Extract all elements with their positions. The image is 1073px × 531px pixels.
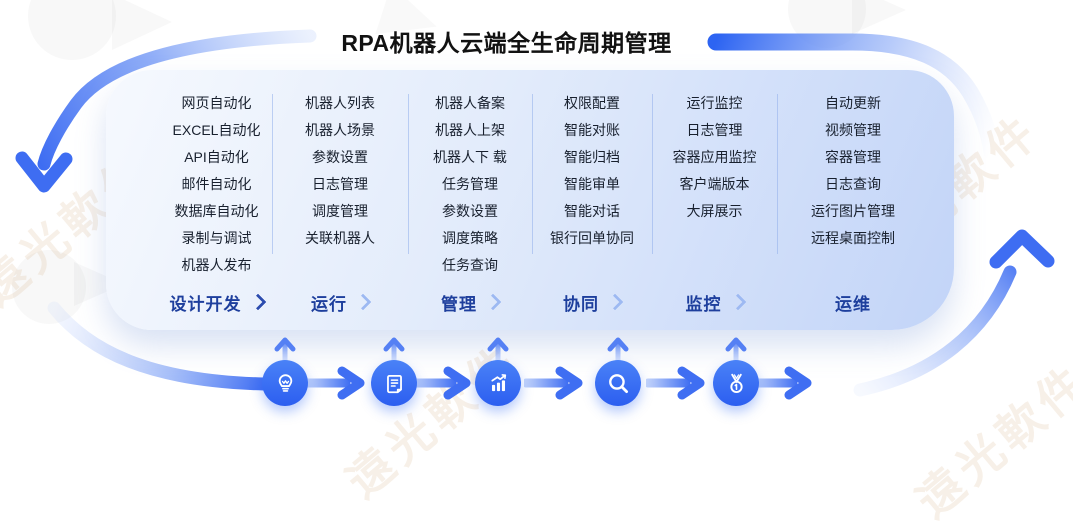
category-label: 运维 — [777, 288, 929, 316]
category-label: 设计开发 — [161, 288, 272, 316]
feature-item: 大屏展示 — [686, 203, 743, 219]
category-label: 监控 — [652, 288, 777, 316]
feature-item: 智能归档 — [564, 149, 620, 165]
panel-column-collaborate: 权限配置 智能对账 智能归档 智能审单 智能对话 银行回单协同 协同 — [532, 90, 652, 316]
medal-icon — [729, 373, 743, 393]
feature-item: 录制与调试 — [181, 230, 252, 246]
category-text: 设计开发 — [169, 294, 242, 314]
feature-item: 任务查询 — [442, 257, 498, 273]
flow-step-design — [262, 360, 308, 406]
arrow-right-icon — [646, 366, 705, 400]
category-label: 管理 — [408, 288, 532, 316]
panel-column-design: 网页自动化 EXCEL自动化 API自动化 邮件自动化 数据库自动化 录制与调试… — [161, 90, 272, 316]
arrow-right-icon — [524, 366, 583, 400]
panel-column-ops: 自动更新 视频管理 容器管理 日志查询 运行图片管理 远程桌面控制 运维 — [777, 90, 929, 316]
chevron-right-icon — [249, 293, 266, 311]
feature-item: 银行回单协同 — [550, 230, 634, 246]
arrowhead-down-icon — [15, 151, 73, 193]
feature-item: 权限配置 — [564, 95, 620, 111]
feature-item: 任务管理 — [442, 176, 498, 192]
category-text: 协同 — [563, 294, 599, 314]
arrow-up-icon — [725, 337, 747, 365]
chevron-right-icon — [484, 293, 502, 311]
feature-item: 机器人备案 — [435, 95, 505, 111]
arrow-right-icon — [306, 366, 365, 400]
feature-item: API自动化 — [184, 149, 249, 165]
feature-item: 调度策略 — [442, 230, 498, 246]
feature-item: 数据库自动化 — [174, 203, 259, 219]
category-text: 运行 — [311, 294, 347, 314]
column-divider — [272, 94, 273, 254]
arrow-up-icon — [487, 337, 509, 365]
feature-item: 参数设置 — [442, 203, 498, 219]
feature-item: 日志查询 — [825, 176, 881, 192]
arrow-up-icon — [383, 337, 405, 365]
feature-item: 智能对账 — [564, 122, 620, 138]
feature-item: 机器人列表 — [305, 95, 375, 111]
chevron-right-icon — [354, 293, 372, 311]
chevron-right-icon — [606, 293, 624, 311]
arrow-up-icon — [274, 337, 296, 365]
feature-item: 容器应用监控 — [672, 149, 757, 165]
flow-step-collaborate — [595, 360, 641, 406]
page-title: RPA机器人云端全生命周期管理 — [341, 30, 672, 56]
feature-item: 客户端版本 — [679, 176, 750, 192]
category-text: 运维 — [835, 294, 871, 314]
flow-step-manage — [475, 360, 521, 406]
document-icon — [386, 374, 402, 393]
feature-item: 智能对话 — [564, 203, 620, 219]
flow-step-run — [371, 360, 417, 406]
lightbulb-icon — [278, 373, 292, 392]
lifecycle-panel: 网页自动化 EXCEL自动化 API自动化 邮件自动化 数据库自动化 录制与调试… — [106, 70, 954, 330]
arrowhead-up-icon — [989, 229, 1055, 269]
feature-item: 邮件自动化 — [181, 176, 252, 192]
feature-item: 日志管理 — [686, 122, 743, 138]
category-label: 运行 — [272, 288, 408, 316]
feature-item: 运行监控 — [686, 95, 743, 111]
flow-step-monitor — [713, 360, 759, 406]
feature-item: 机器人下 载 — [433, 149, 507, 165]
feature-item: 智能审单 — [564, 176, 620, 192]
chevron-right-icon — [729, 293, 746, 311]
category-text: 监控 — [685, 294, 722, 314]
column-divider — [532, 94, 533, 254]
panel-column-run: 机器人列表 机器人场景 参数设置 日志管理 调度管理 关联机器人 运行 — [272, 90, 408, 316]
arrow-up-icon — [607, 337, 629, 365]
column-divider — [777, 94, 778, 254]
feature-item: 关联机器人 — [305, 230, 375, 246]
category-text: 管理 — [441, 294, 477, 314]
arrow-right-icon — [753, 366, 812, 400]
feature-item: 运行图片管理 — [811, 203, 895, 219]
growth-chart-icon — [490, 373, 506, 391]
feature-item: EXCEL自动化 — [172, 122, 261, 138]
feature-item: 机器人场景 — [305, 122, 375, 138]
text-watermark: 遠光軟件 — [906, 353, 1073, 528]
feature-item: 机器人上架 — [435, 122, 505, 138]
panel-column-monitor: 运行监控 日志管理 容器应用监控 客户端版本 大屏展示 监控 — [652, 90, 777, 316]
logo-watermark — [12, 250, 86, 324]
column-divider — [408, 94, 409, 254]
panel-column-manage: 机器人备案 机器人上架 机器人下 载 任务管理 参数设置 调度策略 任务查询 管… — [408, 90, 532, 316]
feature-item: 远程桌面控制 — [811, 230, 895, 246]
arrow-right-icon — [412, 366, 471, 400]
feature-item: 机器人发布 — [181, 257, 252, 273]
feature-item: 参数设置 — [312, 149, 368, 165]
feature-item: 视频管理 — [825, 122, 881, 138]
feature-item: 自动更新 — [825, 95, 881, 111]
magnifier-icon — [608, 373, 628, 393]
feature-item: 调度管理 — [312, 203, 368, 219]
column-divider — [652, 94, 653, 254]
feature-item: 容器管理 — [825, 149, 881, 165]
feature-item: 网页自动化 — [181, 95, 252, 111]
feature-item: 日志管理 — [312, 176, 368, 192]
category-label: 协同 — [532, 288, 652, 316]
